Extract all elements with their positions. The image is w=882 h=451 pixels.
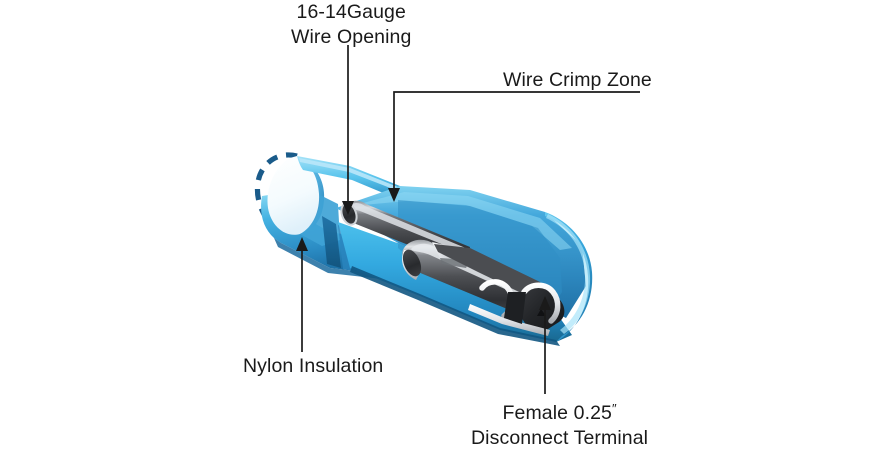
callout-wire-opening: 16-14Gauge Wire Opening (291, 0, 411, 50)
socket-inner-slot (504, 292, 526, 324)
callout-wire-opening-line1: 16-14Gauge (296, 1, 406, 23)
crimp-barrel-lower-bore (402, 249, 422, 277)
socket-bottom-rail (468, 304, 550, 336)
leader-gauge-arrowhead (342, 201, 354, 215)
leader-crimp-arrowhead (388, 188, 400, 202)
terminal-illustration (254, 45, 640, 394)
socket-tab-notch (537, 309, 546, 316)
callout-female-terminal: Female 0.25″ Disconnect Terminal (471, 396, 648, 451)
callout-nylon-insulation-line1: Nylon Insulation (243, 355, 384, 377)
insulation-collar-ring (322, 216, 341, 268)
callout-nylon-insulation: Nylon Insulation (243, 354, 383, 379)
sleeve-mouth-cavity (267, 156, 324, 235)
callout-wire-opening-line2: Wire Opening (291, 26, 412, 48)
leader-crimp (393, 91, 640, 193)
leader-lines (296, 45, 640, 394)
crimp-barrel-upper-highlight (349, 203, 468, 254)
leader-female-arrowhead (539, 296, 551, 310)
callout-wire-crimp-zone-line1: Wire Crimp Zone (503, 69, 652, 91)
nylon-body-bottom-shade (350, 266, 560, 346)
inch-mark-icon: ″ (612, 401, 617, 416)
socket-rolled-edge-upper (521, 282, 561, 324)
leader-nylon-arrowhead (296, 237, 308, 251)
nylon-nose-gloss (546, 214, 591, 334)
sleeve-top-lip-highlight (299, 158, 398, 191)
nylon-top-highlight (352, 192, 572, 250)
callout-female-terminal-line1: Female 0.25″ (502, 401, 617, 424)
diagram-root: 16-14Gauge Wire Opening Wire Crimp Zone … (243, 0, 652, 449)
callout-female-terminal-line2: Disconnect Terminal (471, 427, 649, 449)
callout-female-terminal-size: Female 0.25 (502, 402, 612, 424)
callout-wire-crimp-zone: Wire Crimp Zone (503, 68, 652, 93)
